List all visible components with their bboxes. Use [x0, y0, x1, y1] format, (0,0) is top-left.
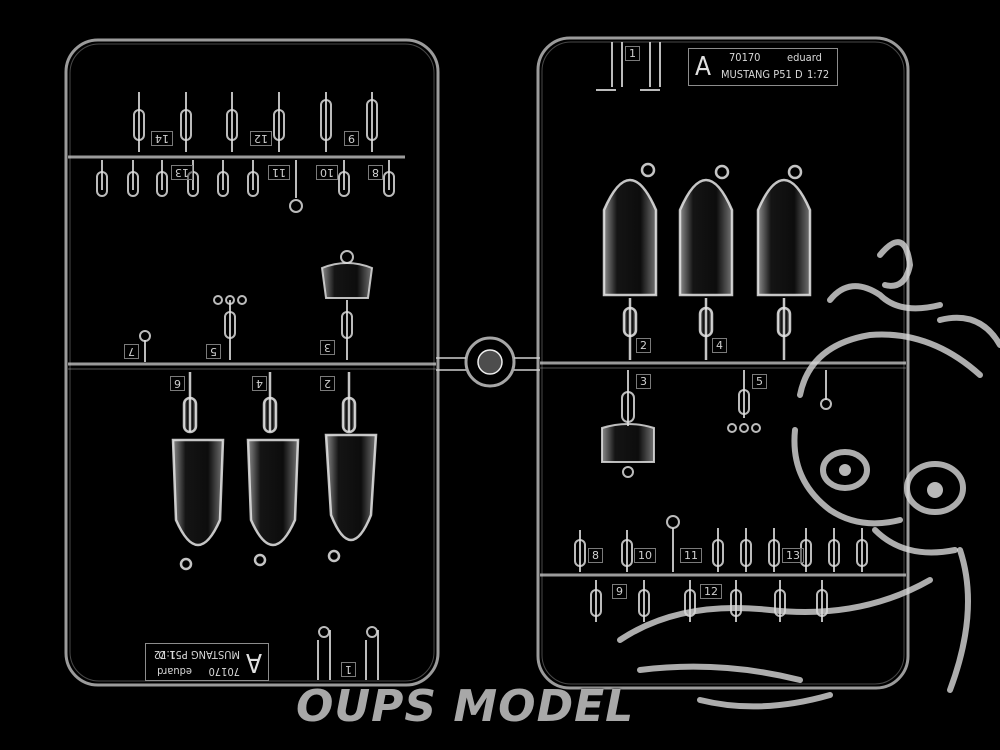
part-label: 5	[206, 344, 221, 359]
left-sprue	[64, 38, 466, 687]
part-label: 3	[636, 374, 651, 389]
left-mid-parts	[139, 250, 374, 362]
part-label: 12	[700, 584, 722, 599]
part-label: 4	[252, 376, 267, 391]
sprue-letter: A	[246, 647, 262, 677]
part-label: 8	[368, 165, 383, 180]
part-label: 2	[636, 338, 651, 353]
part-label: 11	[268, 165, 290, 180]
sprue-scale: 1:72	[153, 648, 176, 661]
left-sprue-tag: A 70170 eduard MUSTANG P51 D 1:72	[145, 643, 269, 681]
right-canopy-parts	[602, 162, 812, 360]
part-label: 1	[625, 46, 640, 61]
part-label: 9	[344, 131, 359, 146]
sprue-model: MUSTANG P51 D	[721, 68, 803, 81]
part-label: 4	[712, 338, 727, 353]
part-label: 12	[250, 131, 272, 146]
left-small-parts	[96, 92, 395, 213]
sprue-hub	[464, 336, 516, 388]
part-label: 3	[320, 340, 335, 355]
part-label: 14	[151, 131, 173, 146]
part-label: 10	[634, 548, 656, 563]
left-canopy-parts	[171, 372, 378, 571]
part-label: 13	[782, 548, 804, 563]
right-sprue	[514, 36, 910, 690]
dragon-mascot-icon	[617, 239, 1000, 710]
right-top-parts	[596, 42, 661, 91]
left-bottom-parts	[317, 626, 379, 680]
part-label: 10	[316, 165, 338, 180]
part-label: 11	[680, 548, 702, 563]
right-bottom-parts	[574, 515, 868, 622]
part-label: 1	[341, 662, 356, 677]
part-label: 5	[752, 374, 767, 389]
sprue-letter: A	[695, 52, 711, 82]
watermark-text: OUPS MODEL	[296, 681, 635, 732]
sprue-brand: eduard	[787, 51, 822, 64]
sprue-brand: eduard	[157, 665, 192, 678]
sprue-code: 70170	[208, 665, 240, 678]
part-label: 2	[320, 376, 335, 391]
sprue-code: 70170	[729, 51, 761, 64]
right-sprue-tag: A 70170 eduard MUSTANG P51 D 1:72	[688, 48, 838, 86]
part-label: 13	[171, 165, 193, 180]
right-mid-parts	[601, 370, 832, 478]
dragon-eyes	[839, 464, 943, 498]
part-label: 9	[612, 584, 627, 599]
sprue-scale: 1:72	[807, 68, 830, 81]
part-label: 7	[124, 344, 139, 359]
part-label: 6	[170, 376, 185, 391]
part-label: 8	[588, 548, 603, 563]
